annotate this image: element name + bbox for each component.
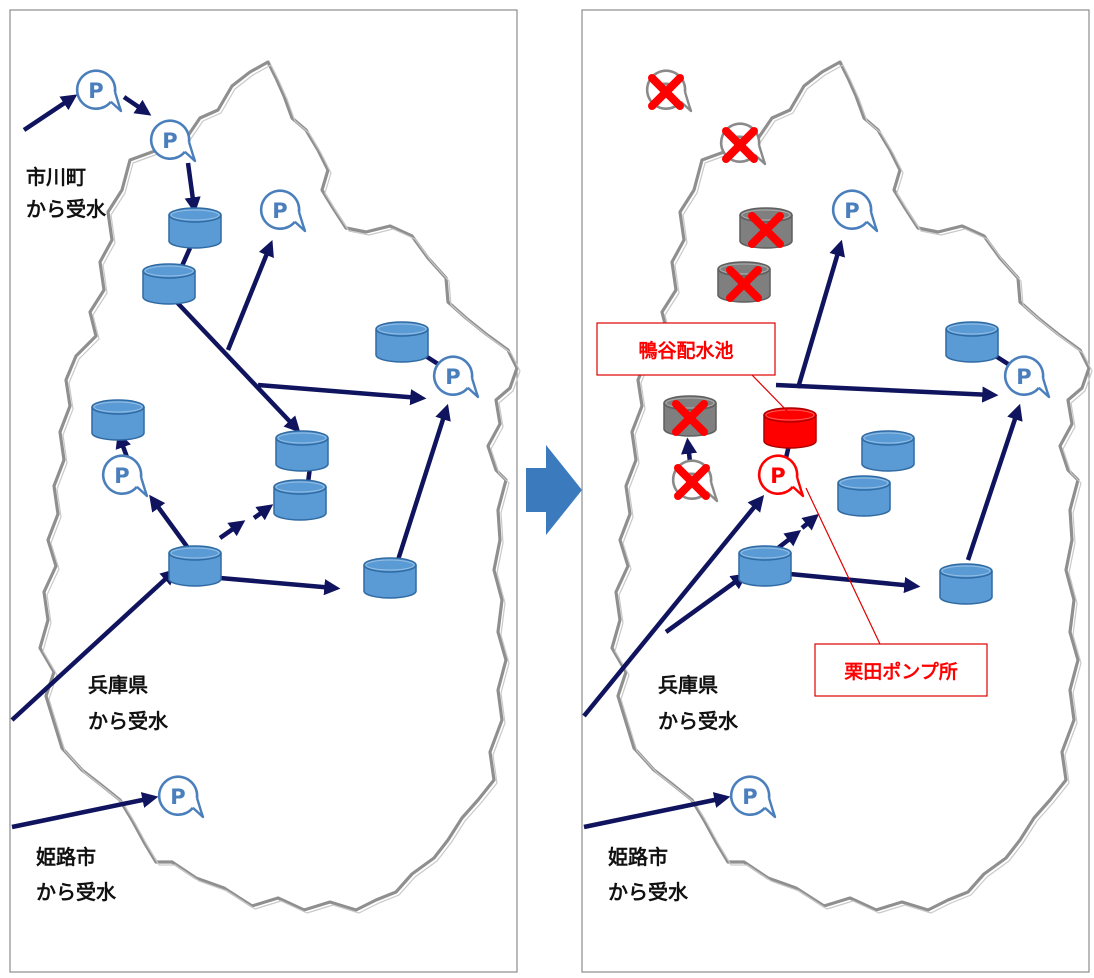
source-label-hyogo-sub: から受水 <box>658 709 739 733</box>
pump-letter: P <box>1016 365 1031 389</box>
pump-station-icon: P <box>729 775 777 819</box>
reservoir-tank-icon <box>91 399 145 441</box>
right-arrow-icon <box>526 445 582 535</box>
source-label-ichikawa: 市川町 <box>26 165 86 189</box>
flow-arrow <box>789 571 921 594</box>
flow-arrow <box>10 568 177 722</box>
reservoir-tank-icon <box>275 430 329 472</box>
flow-arrow <box>664 573 748 634</box>
reservoir-tank-icon <box>142 263 196 305</box>
reservoir-tank-icon <box>375 321 429 363</box>
left-labels: 市川町 から受水 兵庫県 から受水 姫路市 から受水 <box>26 165 169 904</box>
red-cross-icon <box>726 266 762 302</box>
highlighted-reservoir-tank-icon <box>763 407 817 449</box>
pump-station-icon: P <box>1003 355 1051 399</box>
red-cross-icon <box>748 212 784 248</box>
red-cross-icon <box>722 127 758 163</box>
pump-letter: P <box>162 129 177 153</box>
pump-letter: P <box>844 199 859 223</box>
source-label-himeji: 姫路市 <box>36 845 96 869</box>
pump-letter: P <box>114 464 129 488</box>
flow-arrow <box>795 239 846 389</box>
pump-letter: P <box>170 785 185 809</box>
highlighted-pump-station-icon: P <box>757 454 805 498</box>
pump-letter: P <box>742 785 757 809</box>
reservoir-tank-icon <box>168 207 222 249</box>
flow-arrow <box>257 382 427 406</box>
reservoir-tank-icon <box>168 545 222 587</box>
pump-station-icon: P <box>75 69 123 113</box>
source-label-hyogo: 兵庫県 <box>658 673 718 697</box>
flow-arrow <box>184 162 201 214</box>
right-removed-marks <box>648 74 784 500</box>
pump-letter: P <box>770 464 785 488</box>
pump-letter: P <box>272 199 287 223</box>
flow-arrow <box>681 437 698 463</box>
reservoir-tank-icon <box>363 557 417 599</box>
source-label-himeji: 姫路市 <box>608 845 668 869</box>
callout-kamotani: 鴨谷配水池 <box>596 322 791 415</box>
pump-station-icon: P <box>831 189 879 233</box>
source-label-ichikawa-sub: から受水 <box>26 197 107 221</box>
source-label-himeji-sub: から受水 <box>36 880 117 904</box>
red-cross-icon <box>648 74 684 110</box>
callout-label-kurida: 栗田ポンプ所 <box>844 660 957 683</box>
callout-label-kamotani: 鴨谷配水池 <box>638 339 733 362</box>
pump-station-icon: P <box>101 454 149 498</box>
pump-station-icon: P <box>432 355 480 399</box>
flow-arrow <box>775 382 999 403</box>
callout-box <box>596 322 776 376</box>
pump-letter: P <box>445 365 460 389</box>
left-tanks <box>91 207 429 599</box>
pump-station-icon: P <box>157 775 205 819</box>
source-label-hyogo: 兵庫県 <box>88 673 148 697</box>
flow-arrow <box>395 403 451 561</box>
reservoir-tank-icon <box>273 479 327 521</box>
flow-arrow <box>218 520 246 540</box>
reservoir-tank-icon <box>939 563 993 605</box>
right-labels: 兵庫県 から受水 姫路市 から受水 <box>608 673 739 904</box>
source-label-hyogo-sub: から受水 <box>88 709 169 733</box>
flow-arrow <box>583 792 731 830</box>
reservoir-tank-icon <box>837 475 891 517</box>
flow-arrow <box>252 504 274 521</box>
reservoir-tank-icon <box>861 430 915 472</box>
flow-arrow <box>219 575 341 596</box>
source-label-himeji-sub: から受水 <box>608 880 689 904</box>
callout-kurida: 栗田ポンプ所 <box>805 487 988 697</box>
reservoir-tank-icon <box>738 545 792 587</box>
flow-arrow <box>149 494 190 550</box>
flow-arrow <box>582 494 765 718</box>
flow-arrow <box>776 530 802 550</box>
flow-arrow <box>800 513 819 531</box>
right-panel: PPPPPPP 鴨谷配水池 栗田ポンプ所 兵庫県 から受水 姫路市 から受水 <box>581 9 1093 973</box>
flow-arrow <box>168 293 301 433</box>
left-flow-arrows <box>10 94 451 830</box>
callout-box <box>814 643 988 697</box>
flow-arrow <box>11 792 159 830</box>
flow-arrow <box>965 403 1023 561</box>
pump-letter: P <box>88 79 103 103</box>
pump-station-icon: P <box>259 189 307 233</box>
red-cross-icon <box>674 464 710 500</box>
red-cross-icon <box>672 400 708 436</box>
reservoir-tank-icon <box>945 321 999 363</box>
flow-arrow <box>122 95 152 116</box>
pump-station-icon: P <box>149 119 197 163</box>
left-panel: P P P P P P 市川町 から受水 兵庫県 から受水 姫路市 から受水 <box>9 9 521 973</box>
left-pumps: P P P P P P <box>75 69 480 819</box>
flow-arrow <box>22 94 78 132</box>
flow-arrow <box>225 239 274 351</box>
